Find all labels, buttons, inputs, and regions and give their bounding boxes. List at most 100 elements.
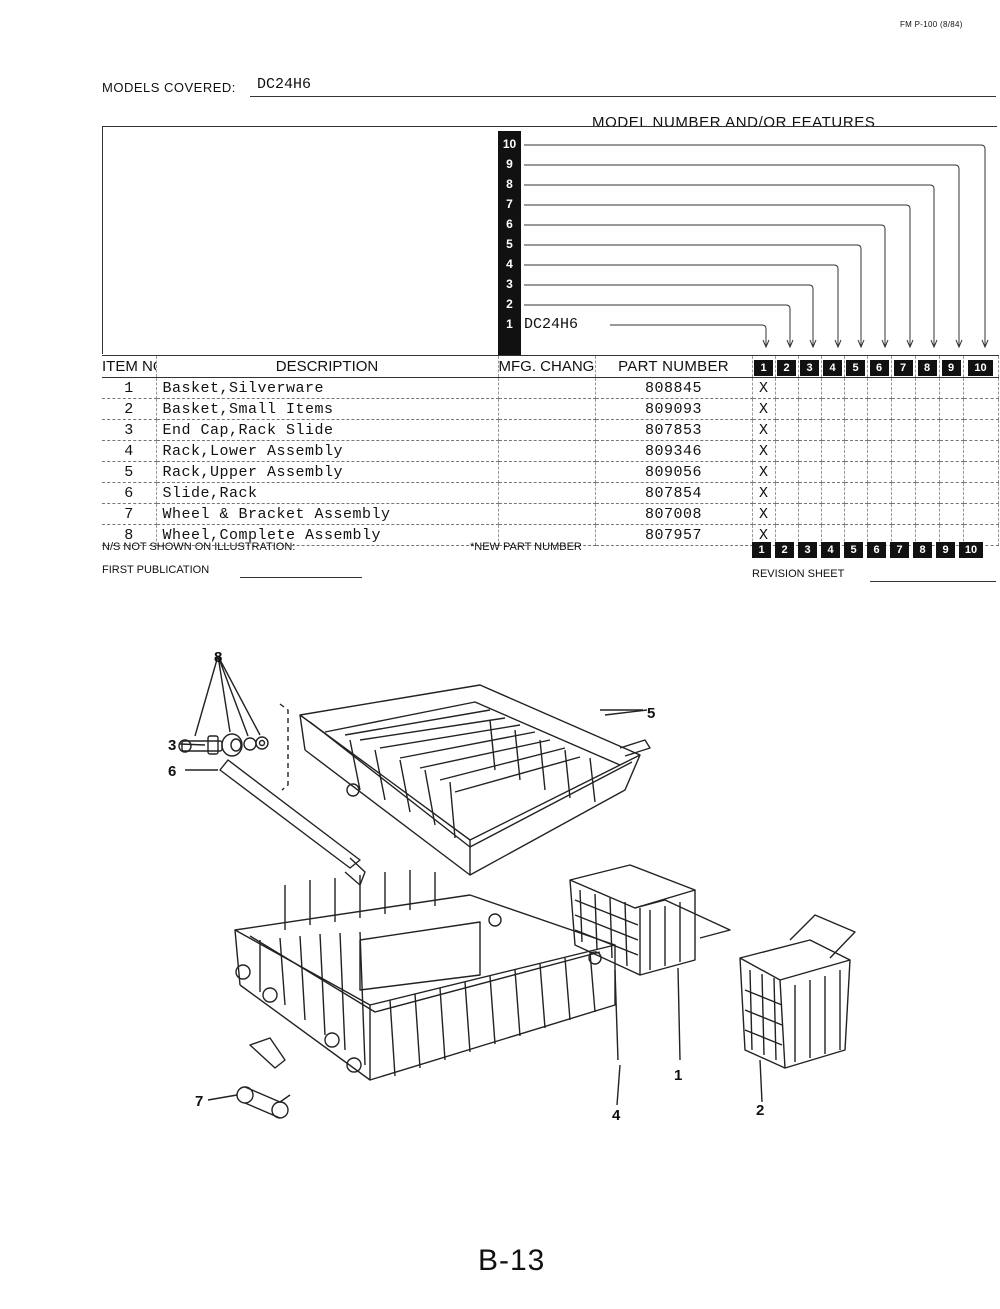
model-5-mark <box>844 482 868 504</box>
model-5-mark <box>844 503 868 525</box>
model-10-mark <box>963 398 999 420</box>
first-publication-label: FIRST PUBLICATION <box>102 564 210 576</box>
item-number: 2 <box>102 398 157 420</box>
model-7-mark <box>891 482 916 504</box>
model-6-mark <box>867 461 892 483</box>
lower-rack-drawing <box>234 870 619 1081</box>
part-description: Wheel & Bracket Assembly <box>156 503 499 525</box>
part-description: Wheel,Complete Assembly <box>156 524 499 546</box>
column-number-badge: 8 <box>917 359 937 376</box>
model-9-mark <box>939 461 964 483</box>
model-3-mark <box>798 419 822 441</box>
model-8-mark <box>915 440 940 462</box>
part-description: Basket,Silverware <box>156 377 499 399</box>
item-number: 8 <box>102 524 157 546</box>
model-3-mark <box>798 503 822 525</box>
model-slot-number: 9 <box>506 157 513 171</box>
model-7-mark <box>891 503 916 525</box>
column-number-badge: 5 <box>846 359 865 376</box>
model-leader-line <box>524 164 960 346</box>
new-part-note: *NEW PART NUMBER <box>470 541 582 553</box>
header-item-no: ITEM NO. <box>102 355 157 378</box>
part-description: End Cap,Rack Slide <box>156 419 499 441</box>
header-mfg-change-code: MFG. CHANGE CODE <box>498 355 596 378</box>
model-leader-line <box>610 324 767 346</box>
not-shown-note: N/S NOT SHOWN ON ILLUSTRATION: <box>102 541 296 553</box>
part-number: 807008 <box>595 503 753 525</box>
model-7-mark <box>891 461 916 483</box>
column-number-badge: 1 <box>754 359 773 376</box>
column-number-badge: 10 <box>968 359 993 376</box>
model-7-mark <box>891 377 916 399</box>
model-2-mark <box>775 377 799 399</box>
model-8-mark <box>915 503 940 525</box>
model-leader-line <box>524 244 862 346</box>
leader-arrowhead <box>881 339 889 349</box>
part-description: Slide,Rack <box>156 482 499 504</box>
model-slot-number: 6 <box>506 217 513 231</box>
model-10-mark <box>963 440 999 462</box>
callout-2: 2 <box>756 1102 764 1119</box>
callout-4: 4 <box>612 1107 621 1124</box>
model-slot-1-value: DC24H6 <box>524 316 579 333</box>
model-9-mark <box>939 419 964 441</box>
model-6-mark <box>867 398 892 420</box>
item-number: 4 <box>102 440 157 462</box>
part-description: Basket,Small Items <box>156 398 499 420</box>
callout-6: 6 <box>168 763 176 780</box>
mfg-change-code-cell <box>498 377 596 399</box>
mfg-change-code-cell <box>498 440 596 462</box>
model-slot-number: 7 <box>506 197 513 211</box>
model-slot-number: 5 <box>506 237 513 251</box>
header-box-top-rule <box>102 126 997 127</box>
mfg-change-code-cell <box>498 503 596 525</box>
model-3-mark <box>798 482 822 504</box>
mfg-change-code-cell <box>498 524 596 546</box>
model-8-mark <box>915 398 940 420</box>
wheel-bracket-drawing <box>207 1037 291 1119</box>
part-number: 807854 <box>595 482 753 504</box>
model-2-mark <box>775 398 799 420</box>
model-3-mark <box>798 377 822 399</box>
model-leader-line <box>524 224 886 346</box>
model-8-mark <box>915 377 940 399</box>
model-5-mark <box>844 377 868 399</box>
model-8-mark <box>915 461 940 483</box>
model-9-mark <box>939 482 964 504</box>
part-number: 807853 <box>595 419 753 441</box>
footer-number-badge: 4 <box>821 542 840 558</box>
header-part-number: PART NUMBER <box>595 355 753 378</box>
models-covered-underline <box>250 96 996 97</box>
model-2-mark <box>775 440 799 462</box>
model-3-mark <box>798 398 822 420</box>
exploded-parts-illustration: 8 5 3 6 1 2 7 4 <box>168 649 856 1124</box>
model-slot-number: 3 <box>506 277 513 291</box>
model-9-mark <box>939 398 964 420</box>
first-publication-line <box>240 577 362 578</box>
upper-rack-drawing <box>299 684 651 876</box>
model-4-mark <box>821 419 845 441</box>
table-footer: N/S NOT SHOWN ON ILLUSTRATION: *NEW PART… <box>102 540 998 558</box>
models-covered-value: DC24H6 <box>257 76 312 93</box>
model-7-mark <box>891 419 916 441</box>
part-number: 808845 <box>595 377 753 399</box>
model-4-mark <box>821 461 845 483</box>
end-cap-drawing <box>179 735 219 755</box>
model-3-mark <box>798 440 822 462</box>
part-description: Rack,Upper Assembly <box>156 461 499 483</box>
wheel-complete-assembly-drawing <box>178 655 269 757</box>
silverware-basket-drawing <box>569 864 731 1061</box>
model-7-mark <box>891 398 916 420</box>
model-1-mark: X <box>752 503 776 525</box>
mfg-change-code-cell <box>498 482 596 504</box>
header-description: DESCRIPTION <box>156 355 499 378</box>
model-1-mark: X <box>752 482 776 504</box>
model-slot-number: 1 <box>506 317 513 331</box>
model-2-mark <box>775 482 799 504</box>
item-number: 3 <box>102 419 157 441</box>
model-10-mark <box>963 419 999 441</box>
model-7-mark <box>891 440 916 462</box>
footer-number-badge: 2 <box>775 542 794 558</box>
